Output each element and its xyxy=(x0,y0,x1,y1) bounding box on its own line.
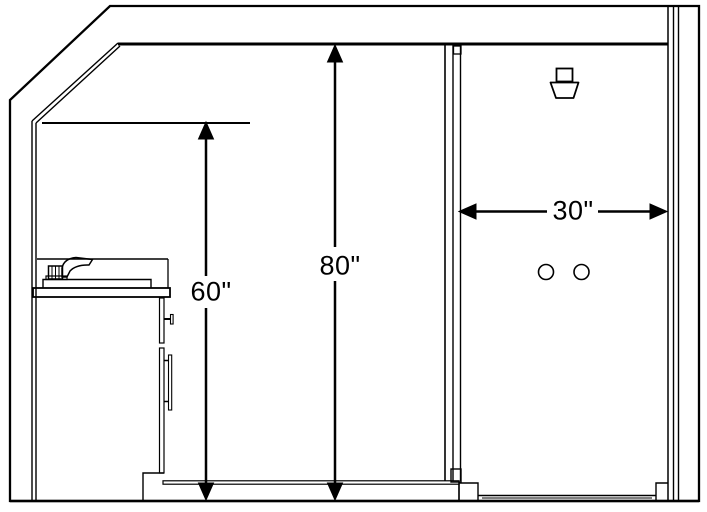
inner-chamfer-line2 xyxy=(35,45,121,124)
dimension-label-60: 60" xyxy=(187,278,235,306)
dimension-30 xyxy=(457,203,669,220)
arrowhead-up xyxy=(197,120,215,140)
dimension-60 xyxy=(197,120,215,502)
faucet-icon xyxy=(45,256,94,281)
arrowhead-down xyxy=(197,482,215,502)
door-handle xyxy=(164,354,173,411)
shower-knob-left xyxy=(537,263,555,281)
shower xyxy=(444,44,590,483)
dimension-80 xyxy=(326,43,344,502)
shower-threshold xyxy=(458,482,479,500)
door-bottom-bracket xyxy=(450,468,462,483)
arrowhead-up xyxy=(326,43,344,63)
door-front-edge xyxy=(158,347,165,474)
dimension-label-30: 30" xyxy=(549,197,597,225)
drawer-handle xyxy=(164,313,174,325)
vanity xyxy=(32,256,174,500)
sink-basin xyxy=(42,278,152,288)
floor-and-platform xyxy=(10,480,699,503)
shower-pan-right-curb xyxy=(655,482,668,500)
arrowhead-down xyxy=(326,482,344,502)
countertop xyxy=(32,287,171,298)
shower-head-icon xyxy=(549,67,580,99)
arrowhead-left xyxy=(457,203,477,220)
shower-knob-right xyxy=(573,263,590,281)
dimension-label-80: 80" xyxy=(316,252,364,280)
toe-kick xyxy=(142,472,164,500)
drawer-front-edge xyxy=(158,297,165,344)
shower-door-frame xyxy=(444,44,462,483)
faucet-spout xyxy=(61,256,94,278)
arrowhead-right xyxy=(649,203,669,220)
inner-chamfer-line xyxy=(31,42,119,122)
door-top-bracket xyxy=(452,45,462,55)
